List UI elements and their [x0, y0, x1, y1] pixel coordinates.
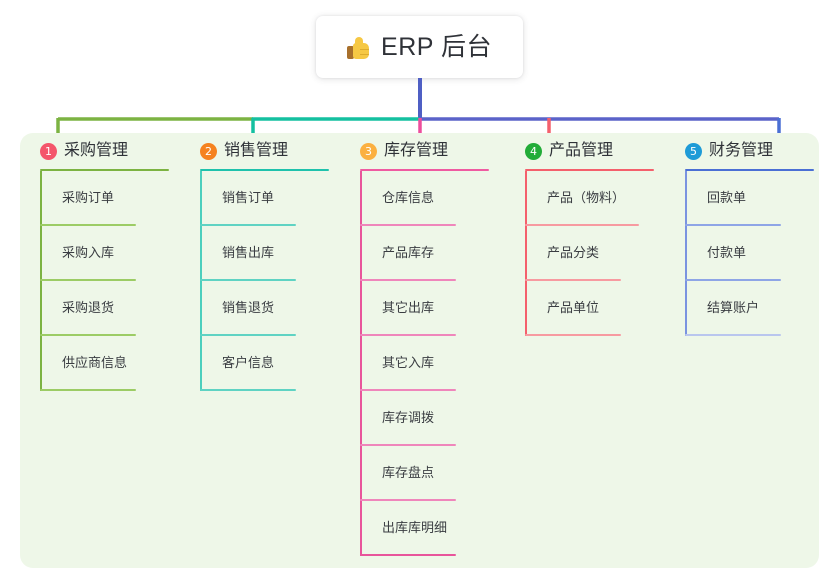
module-title-2: 销售管理: [224, 142, 289, 159]
module-item-label: 销售订单: [222, 190, 275, 205]
module-item[interactable]: 产品单位: [525, 281, 683, 336]
module-item-label: 采购订单: [62, 190, 115, 205]
root-node-card[interactable]: ERP 后台: [316, 16, 523, 78]
module-item-label: 回款单: [707, 190, 747, 205]
module-badge-3: 3: [360, 142, 377, 160]
module-item[interactable]: 销售出库: [200, 226, 358, 281]
module-item-label: 出库库明细: [382, 520, 448, 535]
module-title-3: 库存管理: [384, 142, 449, 159]
module-item-label: 产品单位: [547, 300, 600, 315]
module-item[interactable]: 产品库存: [360, 226, 518, 281]
module-item-label: 产品库存: [382, 245, 435, 260]
thumbs-up-icon: [347, 36, 370, 60]
module-rule-3: [360, 169, 489, 171]
module-item[interactable]: 产品（物料）: [525, 171, 683, 226]
module-title-4: 产品管理: [549, 142, 614, 159]
module-badge-4: 4: [525, 142, 542, 160]
module-item-label: 库存盘点: [382, 465, 435, 480]
module-title-5: 财务管理: [709, 142, 774, 159]
module-item[interactable]: 产品分类: [525, 226, 683, 281]
module-rule-2: [200, 169, 329, 171]
module-item[interactable]: 出库库明细: [360, 501, 518, 556]
module-item[interactable]: 采购订单: [40, 171, 198, 226]
module-item[interactable]: 采购入库: [40, 226, 198, 281]
module-column-purchasing: 1 采购管理 采购订单 采购入库 采购退货: [38, 133, 198, 391]
module-column-inventory: 3 库存管理 仓库信息 产品库存 其它出库: [358, 133, 518, 556]
module-badge-1: 1: [40, 142, 57, 160]
modules-columns: 1 采购管理 采购订单 采购入库 采购退货: [20, 133, 819, 568]
module-title-1: 采购管理: [64, 142, 129, 159]
module-item[interactable]: 其它入库: [360, 336, 518, 391]
module-rule-5: [685, 169, 814, 171]
module-item[interactable]: 库存盘点: [360, 446, 518, 501]
module-item-label: 供应商信息: [62, 355, 128, 370]
module-items-5: 回款单 付款单 结算账户: [683, 171, 839, 336]
module-item[interactable]: 回款单: [685, 171, 839, 226]
module-rule-4: [525, 169, 654, 171]
module-item-label: 产品（物料）: [547, 190, 626, 205]
module-header-finance[interactable]: 5 财务管理: [683, 133, 839, 169]
module-item[interactable]: 仓库信息: [360, 171, 518, 226]
module-item[interactable]: 其它出库: [360, 281, 518, 336]
module-items-3: 仓库信息 产品库存 其它出库 其它入库: [358, 171, 518, 556]
module-item[interactable]: 付款单: [685, 226, 839, 281]
module-item-label: 客户信息: [222, 355, 275, 370]
module-column-product: 4 产品管理 产品（物料） 产品分类 产品单位: [523, 133, 683, 336]
module-item-label: 销售退货: [222, 300, 275, 315]
root-node-title: ERP 后台: [381, 32, 492, 61]
module-item-label: 仓库信息: [382, 190, 435, 205]
module-header-product[interactable]: 4 产品管理: [523, 133, 683, 169]
module-badge-2: 2: [200, 142, 217, 160]
module-item[interactable]: 销售订单: [200, 171, 358, 226]
module-item[interactable]: 库存调拨: [360, 391, 518, 446]
module-header-sales[interactable]: 2 销售管理: [198, 133, 358, 169]
module-badge-5: 5: [685, 142, 702, 160]
module-item-label: 结算账户: [707, 300, 760, 315]
module-rule-1: [40, 169, 169, 171]
module-column-sales: 2 销售管理 销售订单 销售出库 销售退货: [198, 133, 358, 391]
module-item[interactable]: 客户信息: [200, 336, 358, 391]
module-item-label: 付款单: [707, 245, 747, 260]
module-item[interactable]: 结算账户: [685, 281, 839, 336]
module-item[interactable]: 供应商信息: [40, 336, 198, 391]
module-header-purchasing[interactable]: 1 采购管理: [38, 133, 198, 169]
module-items-1: 采购订单 采购入库 采购退货 供应商信息: [38, 171, 198, 391]
module-item-label: 采购退货: [62, 300, 115, 315]
module-items-4: 产品（物料） 产品分类 产品单位: [523, 171, 683, 336]
module-column-finance: 5 财务管理 回款单 付款单 结算账户: [683, 133, 839, 336]
module-item-label: 其它入库: [382, 355, 435, 370]
module-item[interactable]: 采购退货: [40, 281, 198, 336]
module-item-label: 采购入库: [62, 245, 115, 260]
module-item-label: 其它出库: [382, 300, 435, 315]
module-item-label: 库存调拨: [382, 410, 435, 425]
module-item[interactable]: 销售退货: [200, 281, 358, 336]
module-item-label: 销售出库: [222, 245, 275, 260]
module-header-inventory[interactable]: 3 库存管理: [358, 133, 518, 169]
module-item-label: 产品分类: [547, 245, 600, 260]
module-items-2: 销售订单 销售出库 销售退货 客户信息: [198, 171, 358, 391]
